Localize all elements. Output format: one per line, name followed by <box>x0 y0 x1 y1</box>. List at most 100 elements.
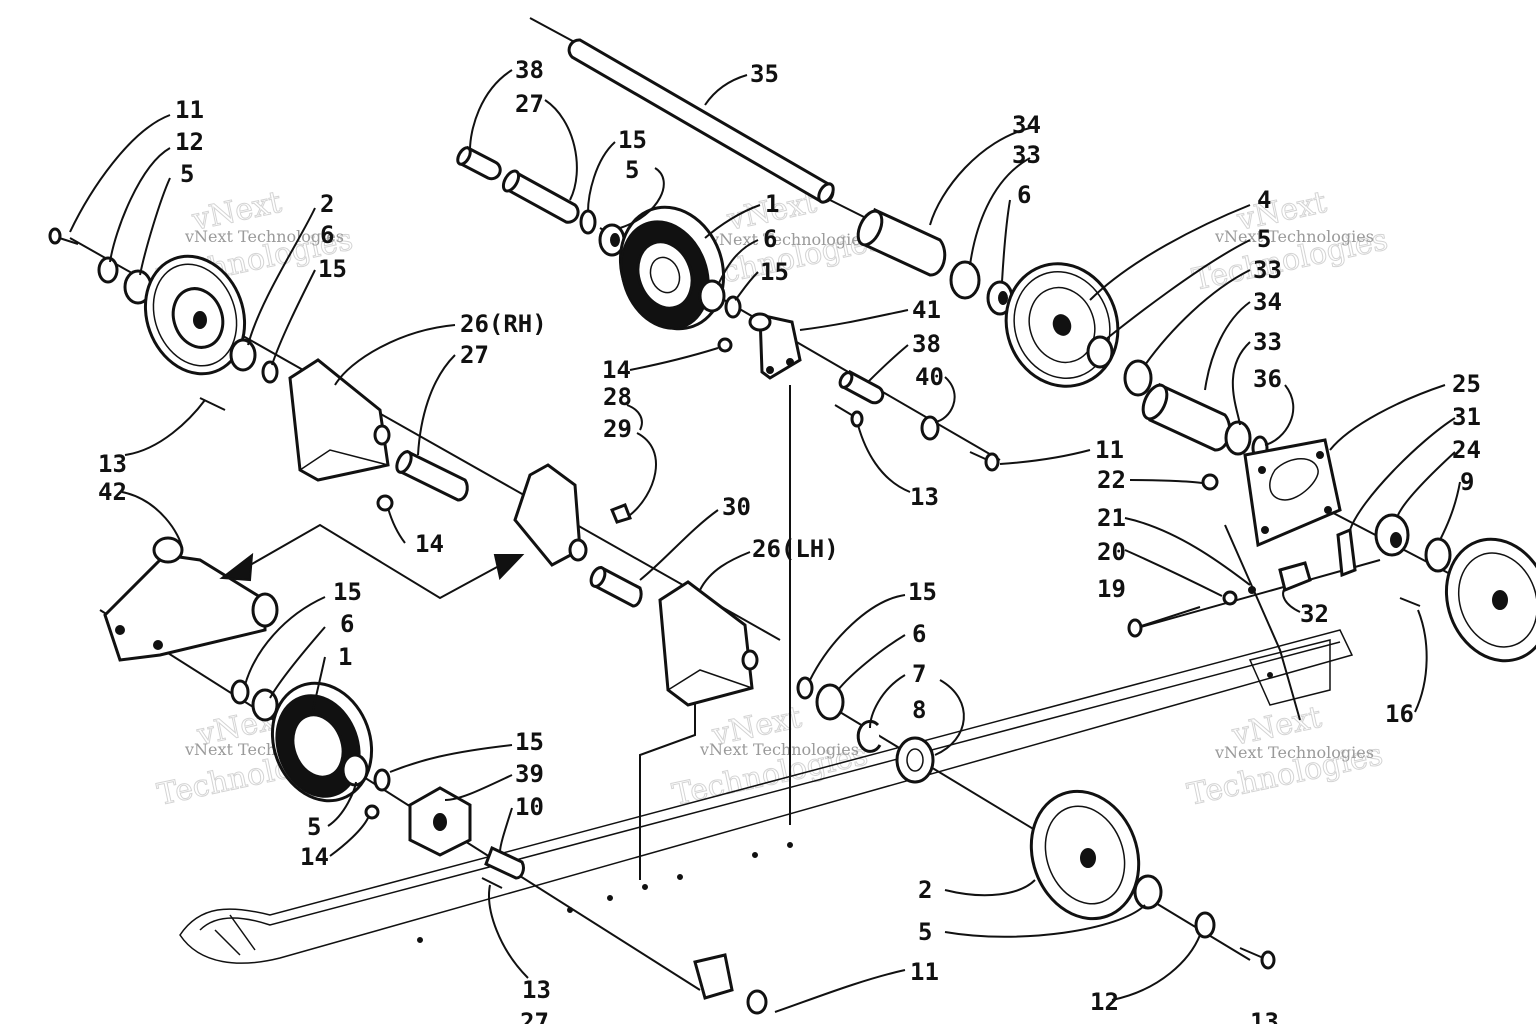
bracket-41 <box>748 312 802 380</box>
callout-31: 31 <box>1452 403 1481 431</box>
watermark-small: vNext Technologies <box>1214 743 1374 762</box>
callout-24: 24 <box>1452 436 1481 464</box>
callout-33-c: 33 <box>1253 328 1282 356</box>
callout-7: 7 <box>912 660 926 688</box>
callout-11-a: 11 <box>175 96 204 124</box>
bolt-bottom-right <box>1239 947 1276 970</box>
callout-1-b: 1 <box>765 190 779 218</box>
callout-29: 29 <box>603 415 632 443</box>
callout-2-b: 2 <box>918 876 932 904</box>
callout-1-a: 1 <box>338 643 352 671</box>
tube-30 <box>589 565 643 608</box>
hub-39 <box>408 786 472 857</box>
callout-14-a: 14 <box>415 530 444 558</box>
callout-27-b: 27 <box>515 90 544 118</box>
callout-26-lh: 26(LH) <box>752 535 839 563</box>
bolt-13-lower <box>481 877 503 889</box>
watermark-small: vNext Technologies <box>709 230 869 249</box>
bushing-33-upper <box>949 260 981 300</box>
callout-13-b: 13 <box>522 976 551 1004</box>
callout-28: 28 <box>603 383 632 411</box>
washer-15-left <box>261 360 279 384</box>
spacer-32 <box>1278 561 1312 593</box>
callout-38-b: 38 <box>912 330 941 358</box>
pivot-bracket-26-lh <box>658 580 759 707</box>
callout-8: 8 <box>912 696 926 724</box>
callout-5-b: 5 <box>307 813 321 841</box>
washer-15-lower <box>230 679 250 705</box>
wheel-2-bottom <box>1029 789 1141 921</box>
callout-11-b: 11 <box>1095 436 1124 464</box>
callout-14-b: 14 <box>300 843 329 871</box>
bushing-5-lower <box>341 753 369 787</box>
tube-27-left <box>395 449 469 502</box>
callout-labels: 11 12 5 2 6 15 26(RH) 27 13 42 14 15 6 1… <box>98 56 1481 1024</box>
tube-27-top <box>501 169 580 224</box>
callout-42: 42 <box>98 478 127 506</box>
callout-36: 36 <box>1253 365 1282 393</box>
pivot-bracket-26-rh <box>288 358 391 482</box>
bushing-5-bottom <box>1133 874 1163 910</box>
watermark-small: vNext Technologies <box>1214 227 1374 246</box>
callout-14-c: 14 <box>602 356 631 384</box>
callout-2-a: 2 <box>320 190 334 218</box>
leader-lines <box>69 69 1461 1013</box>
callout-5-c: 5 <box>625 156 639 184</box>
callout-27-c: 27 <box>520 1008 549 1024</box>
callout-13-c: 13 <box>910 483 939 511</box>
callout-6-e: 6 <box>1017 181 1031 209</box>
nut-14-top <box>717 337 733 353</box>
callout-16: 16 <box>1385 700 1414 728</box>
shaft-35 <box>567 38 835 204</box>
nut-14-left <box>376 494 394 512</box>
callout-4: 4 <box>1257 186 1271 214</box>
callout-27-a: 27 <box>460 341 489 369</box>
callout-6-a: 6 <box>320 221 334 249</box>
bushing-5-top <box>598 223 626 257</box>
callout-5-e: 5 <box>918 918 932 946</box>
wheel-4 <box>1004 262 1120 388</box>
washer-15-lower-b <box>373 768 391 792</box>
bushing-5-right <box>1086 335 1114 369</box>
callout-15-e: 15 <box>760 258 789 286</box>
washer-20 <box>1222 590 1238 606</box>
callout-20: 20 <box>1097 538 1126 566</box>
washer-15-top <box>579 209 597 235</box>
washer-40 <box>920 415 940 441</box>
callout-12-b: 12 <box>1090 988 1119 1016</box>
bushing-9 <box>1424 537 1452 573</box>
callout-22: 22 <box>1097 466 1126 494</box>
spacer-38-top <box>456 145 502 181</box>
callout-6-c: 6 <box>763 225 777 253</box>
bolt-19 <box>1127 606 1201 638</box>
callout-15-c: 15 <box>515 728 544 756</box>
bushing-6-mid <box>815 683 845 721</box>
watermark-small: vNext Technologies <box>184 227 344 246</box>
bearing-8 <box>895 736 935 784</box>
callout-39: 39 <box>515 760 544 788</box>
bolt-13-left <box>199 397 226 411</box>
callout-15-a: 15 <box>318 255 347 283</box>
washer-15-top-b <box>724 295 742 319</box>
washer-21 <box>1248 586 1256 594</box>
callout-34-a: 34 <box>1012 111 1041 139</box>
callout-35: 35 <box>750 60 779 88</box>
arm-42 <box>103 536 279 662</box>
callout-12-a: 12 <box>175 128 204 156</box>
bolt-13-mid <box>834 404 864 428</box>
bolt-16 <box>1399 597 1421 607</box>
callout-11-c: 11 <box>910 958 939 986</box>
washer-15-mid <box>796 676 814 700</box>
callout-33-a: 33 <box>1012 141 1041 169</box>
watermark-small: vNext Technologies <box>699 740 859 759</box>
washer-bottom <box>746 989 768 1015</box>
fitting-29 <box>610 503 632 524</box>
wheel-2-left <box>143 254 247 376</box>
bracket-28 <box>513 463 588 567</box>
block-bottom <box>693 953 734 1000</box>
callout-15-f: 15 <box>908 578 937 606</box>
callout-19: 19 <box>1097 575 1126 603</box>
nut-14-lower <box>364 804 380 820</box>
callout-38-a: 38 <box>515 56 544 84</box>
